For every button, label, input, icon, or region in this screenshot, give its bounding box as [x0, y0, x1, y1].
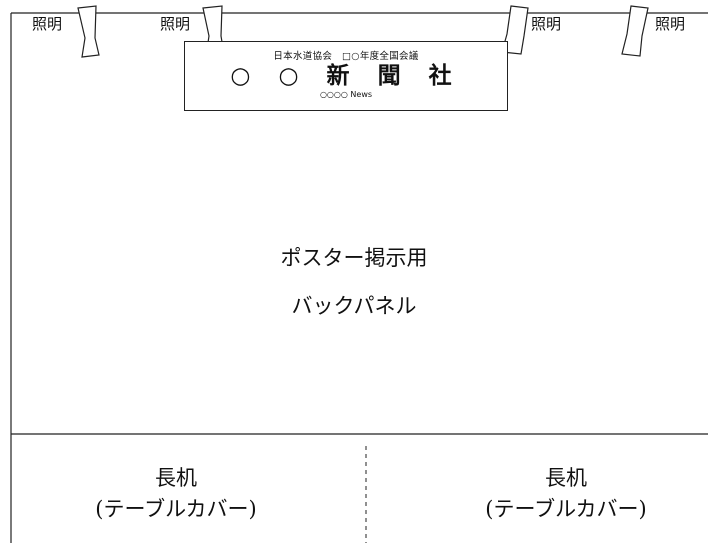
sign-board: 日本水道協会 □○年度全国会議 ○ ○ 新 聞 社 ○○○○ News [184, 41, 508, 111]
table-left-line-2: (テーブルカバー) [95, 497, 257, 521]
table-label-left: 長机 (テーブルカバー) [26, 463, 326, 525]
table-left-line-1: 長机 [155, 466, 197, 490]
light-label-2: 照明 [160, 15, 191, 33]
sign-top-line: 日本水道協会 □○年度全国会議 [273, 51, 419, 62]
sign-main-line: ○ ○ 新 聞 社 [230, 63, 462, 89]
table-right-line-1: 長机 [545, 466, 587, 490]
light-icon-1 [77, 5, 100, 58]
table-right-line-2: (テーブルカバー) [485, 497, 647, 521]
light-icon-3 [501, 5, 529, 55]
panel-label-line-1: ポスター掲示用 [280, 246, 428, 270]
panel-label-line-2: バックパネル [291, 294, 417, 318]
light-label-1: 照明 [32, 15, 63, 33]
light-label-4: 照明 [655, 15, 686, 33]
table-label-right: 長机 (テーブルカバー) [416, 463, 708, 525]
sign-sub-line: ○○○○ News [319, 90, 373, 99]
light-label-3: 照明 [531, 15, 562, 33]
light-icon-4 [621, 5, 649, 57]
